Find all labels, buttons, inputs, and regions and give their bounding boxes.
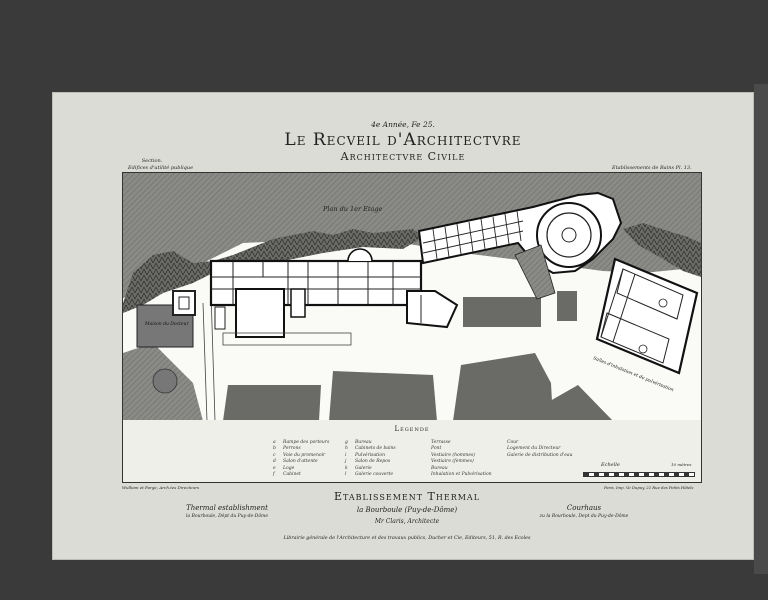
legend-item: Galerie de distribution d'eau: [507, 452, 573, 458]
publisher-credit: Librairie générale de l'Architecture et …: [283, 536, 531, 541]
architectural-plate-sheet: 4e Année, Fe 25. Le Recveil d'Architectv…: [52, 92, 754, 560]
german-subtitle: zu la Bourboule, Dept du Puy-de-Dôme: [539, 514, 629, 519]
rock-ridge-right: [623, 223, 701, 277]
legend-item: Vestiaire (hommes): [431, 452, 476, 458]
ground-block-6: [557, 291, 577, 321]
floor-label: Plan du 1er Etage: [322, 205, 383, 213]
terrace: [222, 332, 352, 346]
establishment-title: Etablissement Thermal: [333, 490, 481, 503]
legend-item: Pont: [431, 446, 442, 452]
mount-edge: [754, 84, 768, 574]
legend-item: Bureau: [431, 465, 448, 471]
rotunda-center: [561, 227, 577, 243]
stairs: [514, 244, 556, 300]
rock-ridge: [123, 229, 423, 313]
architect-label: Mr Claris, Architecte: [374, 518, 440, 525]
scale-label: Echelle: [601, 462, 620, 468]
legend-item: Cour: [507, 440, 519, 445]
printer-credit: Paris, Imp. Ve Dupuy, 22 Rue des Petits …: [604, 485, 694, 490]
plate-number-note: Etablissements de Bains Pl. 13.: [612, 165, 692, 171]
house-label: Maison du Docteur: [144, 321, 189, 327]
inner-court: [235, 288, 285, 338]
ground-block-3: [453, 353, 553, 421]
architects-credit: Wulliam et Farge, Arch.tes Directeurs: [122, 485, 200, 490]
floor-plan: Plan du 1er Etage Maison du Docteur Sall…: [122, 172, 702, 422]
ground-block-4: [543, 385, 613, 421]
gallery-cabins: [422, 210, 524, 260]
category-note: Edifices d'utilité publique: [128, 165, 194, 171]
ground-block-5: [463, 297, 541, 327]
inhalation-pavilion: [595, 257, 699, 375]
legend-item: Vestiaire (femmes): [431, 459, 474, 465]
legend-col-3: Terrasse Pont Vestiaire (hommes) Vestiai…: [431, 440, 492, 478]
floor-plan-drawing: Plan du 1er Etage Maison du Docteur Sall…: [123, 173, 701, 421]
plate-title: Le Recveil d'Architectvre: [284, 130, 522, 150]
central-rotunda: [347, 248, 373, 262]
english-subtitle: la Bourboule, Dépt du Puy-de-Dôme: [186, 514, 268, 519]
section-note: Section.: [141, 158, 163, 164]
doctor-house-tower: [172, 290, 196, 316]
legend-col-4: Cour Logement du Directeur Galerie de di…: [507, 440, 573, 459]
rotunda: [536, 202, 602, 268]
issue-number: 4e Année, Fe 25.: [371, 120, 435, 129]
ground-block-2: [329, 371, 437, 421]
legend-item: Logement du Directeur: [507, 446, 561, 452]
scale-bar: [583, 472, 695, 477]
plate-subtitle: Architectvre Civile: [340, 150, 466, 163]
road-edge: [210, 292, 216, 421]
legend-title: Légende: [394, 425, 430, 433]
garden-circle: [152, 368, 178, 394]
german-title: Courhaus: [566, 504, 602, 512]
legend-item: Terrasse: [431, 440, 451, 445]
english-title: Thermal establishment: [186, 504, 268, 512]
legend-item: Inhalation et Pulvérisation: [431, 472, 492, 478]
annex: [406, 290, 459, 329]
ground-block-1: [223, 385, 321, 421]
main-building-rooms: [211, 261, 421, 305]
scale-unit: 10 mètres: [671, 462, 692, 467]
location-label: la Bourboule (Puy-de-Dôme): [356, 506, 458, 514]
